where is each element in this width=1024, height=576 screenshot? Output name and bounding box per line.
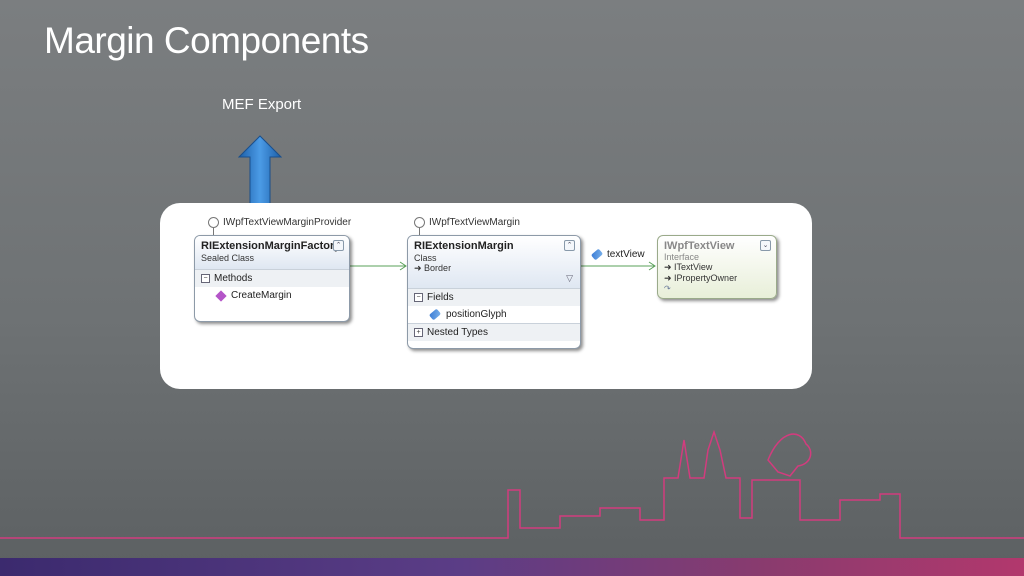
textview-interface-name: IWpfTextView [664,240,735,252]
interface-lollipop-icon [208,217,219,237]
interface-lollipop-icon [414,217,425,237]
diagram-panel: IWpfTextViewMarginProvider RIExtensionMa… [160,203,812,389]
factory-class-header: RIExtensionMarginFactory Sealed Class ⌃ [195,236,349,269]
more-icon[interactable]: ↷ [664,284,671,293]
method-name: CreateMargin [231,290,292,301]
margin-class-base: ➜ Border [414,263,452,273]
city-skyline-icon [0,429,1024,539]
mef-export-label: MEF Export [222,96,302,113]
method-item[interactable]: CreateMargin [195,287,349,304]
slide-title: Margin Components [44,20,369,61]
minus-icon[interactable]: − [201,274,210,283]
field-name: positionGlyph [446,309,507,320]
margin-class-name: RIExtensionMargin [414,240,514,252]
up-arrow-icon [238,135,282,213]
diagram-connectors [350,261,656,271]
textview-interface-header: IWpfTextView Interface ➜ ITextView ➜ IPr… [658,236,776,297]
margin-interface-label: IWpfTextViewMargin [429,217,520,228]
collapse-icon[interactable]: ⌃ [564,240,575,251]
nested-types-section[interactable]: + Nested Types [408,323,580,341]
factory-interface: IWpfTextViewMarginProvider [208,217,352,237]
bottom-accent-bar [0,558,1024,576]
association-name: textView [607,249,645,260]
margin-class-box[interactable]: RIExtensionMargin Class ➜ Border ⌃ ▽ − F… [407,235,581,349]
margin-class-kind: Class [414,253,437,263]
textview-base-2: ➜ IPropertyOwner [664,273,738,283]
plus-icon[interactable]: + [414,328,423,337]
textview-base-1: ➜ ITextView [664,262,713,272]
expand-icon[interactable]: ⌄ [760,240,771,251]
margin-class-header: RIExtensionMargin Class ➜ Border ⌃ ▽ [408,236,580,288]
field-icon [590,248,604,261]
methods-section[interactable]: − Methods [195,269,349,287]
filter-icon[interactable]: ▽ [566,273,573,283]
method-icon [215,289,227,302]
margin-interface: IWpfTextViewMargin [414,217,520,237]
textview-interface-kind: Interface [664,252,700,262]
fields-section[interactable]: − Fields [408,288,580,306]
factory-class-box[interactable]: RIExtensionMarginFactory Sealed Class ⌃ … [194,235,350,322]
factory-interface-label: IWpfTextViewMarginProvider [223,217,352,228]
association-label: textView [590,248,645,261]
textview-interface-box[interactable]: IWpfTextView Interface ➜ ITextView ➜ IPr… [657,235,777,299]
collapse-icon[interactable]: ⌃ [333,240,344,251]
factory-class-name: RIExtensionMarginFactory [201,240,341,252]
minus-icon[interactable]: − [414,293,423,302]
factory-class-kind: Sealed Class [201,253,255,263]
field-item[interactable]: positionGlyph [408,306,580,323]
field-icon [428,308,442,321]
